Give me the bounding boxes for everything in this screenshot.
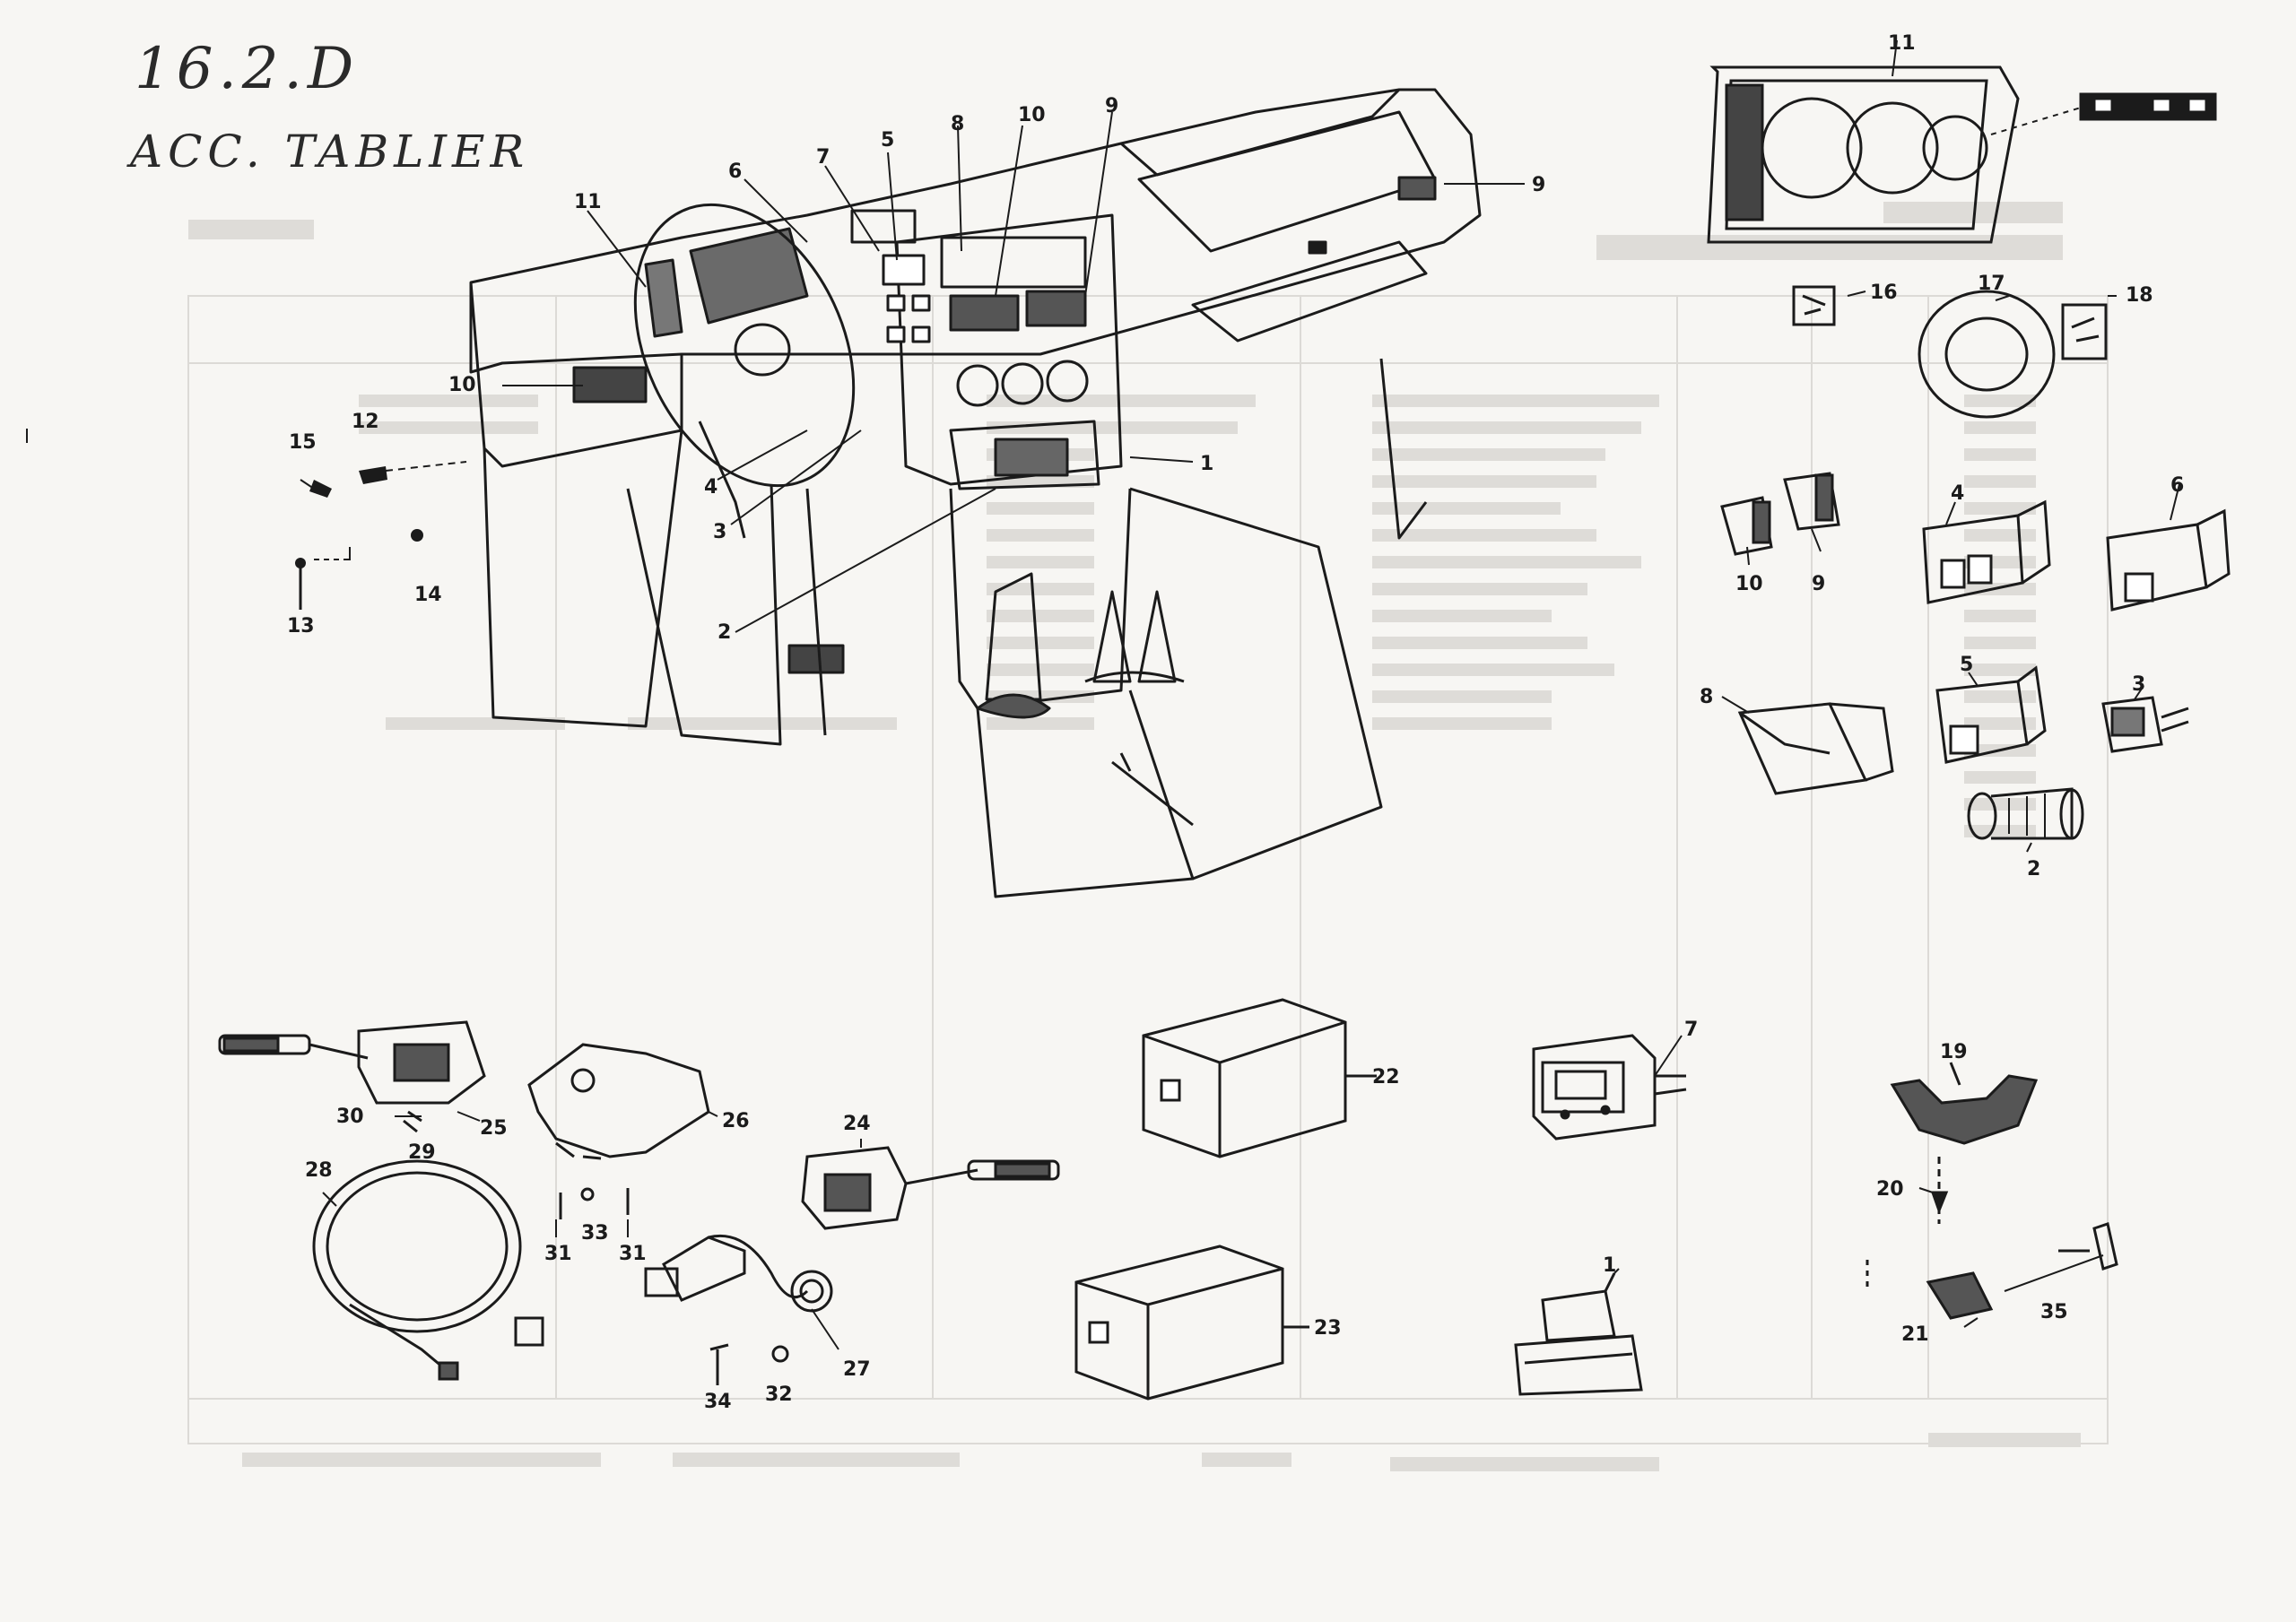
callout-dash-15: 15 <box>289 431 317 454</box>
callout-module-1: 1 <box>1603 1254 1616 1277</box>
dashboard-assembly <box>469 88 1482 898</box>
callout-switch-10: 10 <box>1735 573 1763 595</box>
cluster-parts <box>1792 285 2108 419</box>
callout-dash-14: 14 <box>414 584 442 606</box>
callout-dash-9: 9 <box>1105 95 1118 117</box>
callout-dash-7: 7 <box>816 146 830 169</box>
callout-dash-12: 12 <box>352 411 379 433</box>
callout-cluster-11: 11 <box>1888 32 1916 55</box>
lower-leaders <box>322 39 2180 1350</box>
callout-switch-8: 8 <box>1700 686 1713 708</box>
callout-dash-10b: 10 <box>1018 104 1046 126</box>
bleed-through-lines <box>188 202 2081 1471</box>
bleed-through-table <box>187 295 2109 1444</box>
callout-module-21: 21 <box>1901 1323 1929 1346</box>
switch-parts <box>1720 472 2231 840</box>
callout-switch-9: 9 <box>1812 573 1825 595</box>
callout-switch-5: 5 <box>1960 654 1973 676</box>
callout-dash-1: 1 <box>1200 453 1213 475</box>
callout-module-20: 20 <box>1876 1178 1904 1201</box>
callout-stalk-26: 26 <box>722 1110 750 1132</box>
callout-stalk-27: 27 <box>843 1358 871 1381</box>
callout-module-7: 7 <box>1684 1019 1698 1041</box>
callout-dash-3: 3 <box>713 521 726 543</box>
callout-stalk-24: 24 <box>843 1113 871 1135</box>
callout-stalk-29: 29 <box>408 1141 436 1164</box>
callout-cluster-17: 17 <box>1978 273 2005 295</box>
callout-dash-6: 6 <box>728 160 742 183</box>
callout-dash-10: 10 <box>448 374 476 396</box>
callout-module-19: 19 <box>1940 1041 1968 1063</box>
instrument-cluster <box>1707 65 2217 244</box>
dashboard-leaders <box>300 111 1525 633</box>
module-parts <box>1074 998 2118 1401</box>
callout-stalk-30: 30 <box>336 1106 364 1128</box>
callout-cluster-16: 16 <box>1870 282 1898 304</box>
callout-stalk-32: 32 <box>765 1383 793 1406</box>
callout-dash-8: 8 <box>951 113 964 135</box>
callout-stalk-34: 34 <box>704 1391 732 1413</box>
callout-labels: 11 10 15 12 14 13 6 7 5 8 10 9 9 4 3 2 1… <box>287 32 2184 1413</box>
callout-stalk-25: 25 <box>480 1117 508 1140</box>
callout-module-35: 35 <box>2040 1301 2068 1323</box>
callout-dash-5: 5 <box>881 129 894 152</box>
callout-stalk-33: 33 <box>581 1222 609 1245</box>
callout-switch-4: 4 <box>1951 482 1964 505</box>
left-fittings <box>295 466 423 610</box>
callout-dash-11: 11 <box>574 191 602 213</box>
callout-stalk-31b: 31 <box>619 1243 647 1265</box>
callout-stalk-31a: 31 <box>544 1243 572 1265</box>
callout-module-23: 23 <box>1314 1317 1342 1340</box>
callout-dash-2: 2 <box>718 621 731 644</box>
callout-cluster-18: 18 <box>2126 284 2153 307</box>
stalk-parts <box>218 1020 1060 1385</box>
callout-dash-9b: 9 <box>1532 174 1545 196</box>
callout-dash-4: 4 <box>704 476 718 499</box>
sheet-code: 16.2.D <box>135 36 360 102</box>
callout-module-22: 22 <box>1372 1066 1400 1089</box>
callout-stalk-28: 28 <box>305 1159 333 1182</box>
callout-switch-6: 6 <box>2170 474 2184 497</box>
callout-switch-2: 2 <box>2027 858 2040 880</box>
sheet-name: ACC. TABLIER <box>130 126 530 178</box>
callout-dash-13: 13 <box>287 615 315 638</box>
callout-switch-3: 3 <box>2132 673 2145 696</box>
